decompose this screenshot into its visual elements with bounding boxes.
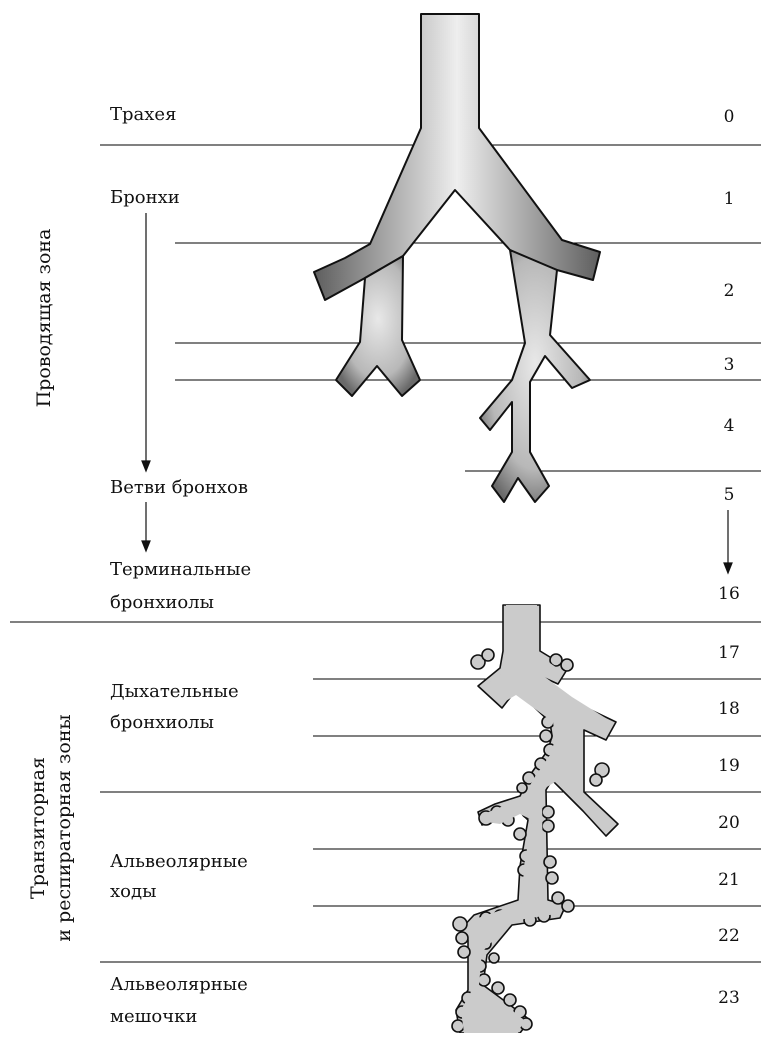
respiratory-bronchioles-label-line2: бронхиолы — [110, 712, 214, 733]
alveolar-sacs-label-line2: мешочки — [110, 1006, 197, 1027]
arrowhead-icon — [142, 461, 150, 471]
conducting-zone-label: Проводящая зона — [33, 229, 55, 408]
terminal-bronchioles-label-line2: бронхиолы — [110, 592, 214, 613]
generation-number: 3 — [724, 355, 735, 375]
generation-number: 23 — [718, 988, 740, 1008]
generation-number: 17 — [718, 643, 740, 663]
generation-number: 2 — [724, 281, 735, 301]
bronchi-branches-label: Ветви бронхов — [110, 477, 248, 498]
arrowhead-icon — [142, 541, 150, 551]
generation-number: 4 — [724, 416, 735, 436]
generation-number: 0 — [724, 107, 735, 127]
arrowhead-icon — [724, 563, 732, 573]
generation-numbers: 0 1 2 3 4 5 16 17 18 19 20 21 22 23 — [718, 107, 740, 1008]
generation-number: 19 — [718, 756, 740, 776]
conducting-airway-tree — [314, 14, 600, 502]
terminal-bronchioles-label-line1: Терминальные — [110, 559, 251, 580]
bronchi-label: Бронхи — [110, 187, 180, 208]
generation-number: 16 — [718, 584, 740, 604]
right-bronchus-shape — [480, 250, 590, 502]
trachea-shape — [314, 14, 600, 300]
generation-number: 20 — [718, 813, 740, 833]
trachea-label: Трахея — [110, 104, 176, 125]
progression-arrows — [142, 213, 732, 573]
alveolar-ducts-label-line2: ходы — [110, 881, 156, 902]
generation-number: 1 — [724, 189, 735, 209]
generation-number: 18 — [718, 699, 740, 719]
generation-number: 22 — [718, 926, 740, 946]
transitional-zone-label-line1: Транзиторная — [27, 757, 49, 899]
respiratory-airway-tree — [452, 605, 618, 1033]
alveolar-sacs-label-line1: Альвеолярные — [110, 974, 248, 995]
generation-number: 5 — [724, 485, 735, 505]
transitional-zone-label-line2: и респираторная зоны — [53, 714, 75, 941]
generation-number: 21 — [718, 870, 740, 890]
respiratory-bronchioles-label-line1: Дыхательные — [110, 681, 239, 702]
structure-labels: Трахея Бронхи Ветви бронхов Терминальные… — [110, 104, 251, 1027]
alveolar-ducts-label-line1: Альвеолярные — [110, 851, 248, 872]
